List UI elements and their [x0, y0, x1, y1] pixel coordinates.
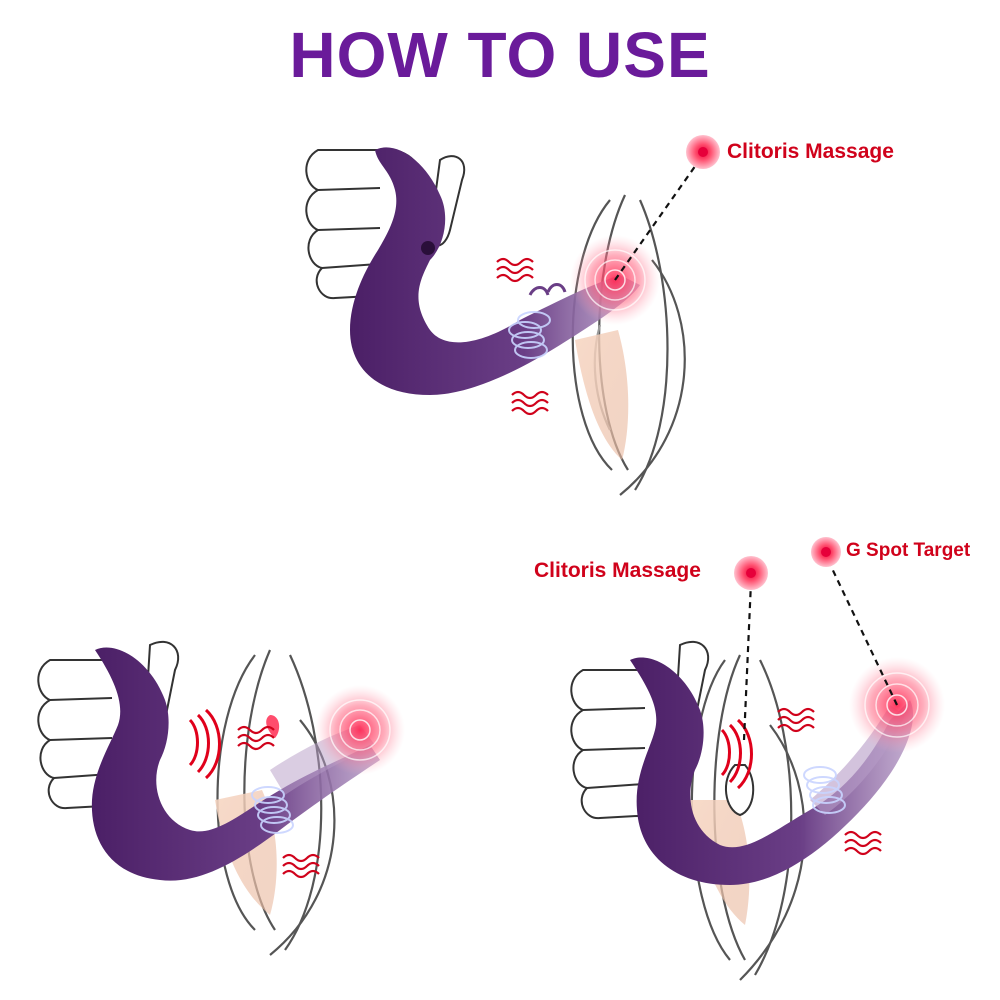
vibration-coil-icon — [803, 766, 846, 814]
label-g-spot-target: G Spot Target — [846, 540, 971, 561]
vibration-coil-icon — [508, 311, 551, 359]
page-title: HOW TO USE — [289, 19, 711, 91]
clitoris-mark — [266, 715, 280, 738]
device-illustration — [350, 147, 640, 395]
panel-bottom-right — [570, 537, 945, 981]
label-clitoris-massage-top: Clitoris Massage — [727, 140, 894, 163]
callout-line — [614, 154, 704, 281]
vibration-wave-icon — [237, 725, 320, 879]
vibration-coil-icon — [251, 786, 294, 834]
suction-wave-icon — [188, 708, 221, 780]
vibration-wave-icon — [777, 707, 882, 856]
target-icon — [315, 685, 405, 775]
callout-line — [827, 559, 898, 706]
suction-wave-icon — [720, 718, 753, 790]
panel-bottom-left — [37, 640, 405, 956]
callout-line — [742, 581, 753, 741]
panel-top — [305, 135, 720, 496]
label-clitoris-massage-bottom: Clitoris Massage — [534, 559, 701, 582]
vibration-wave-icon — [496, 257, 549, 416]
skin-shade — [575, 330, 629, 460]
